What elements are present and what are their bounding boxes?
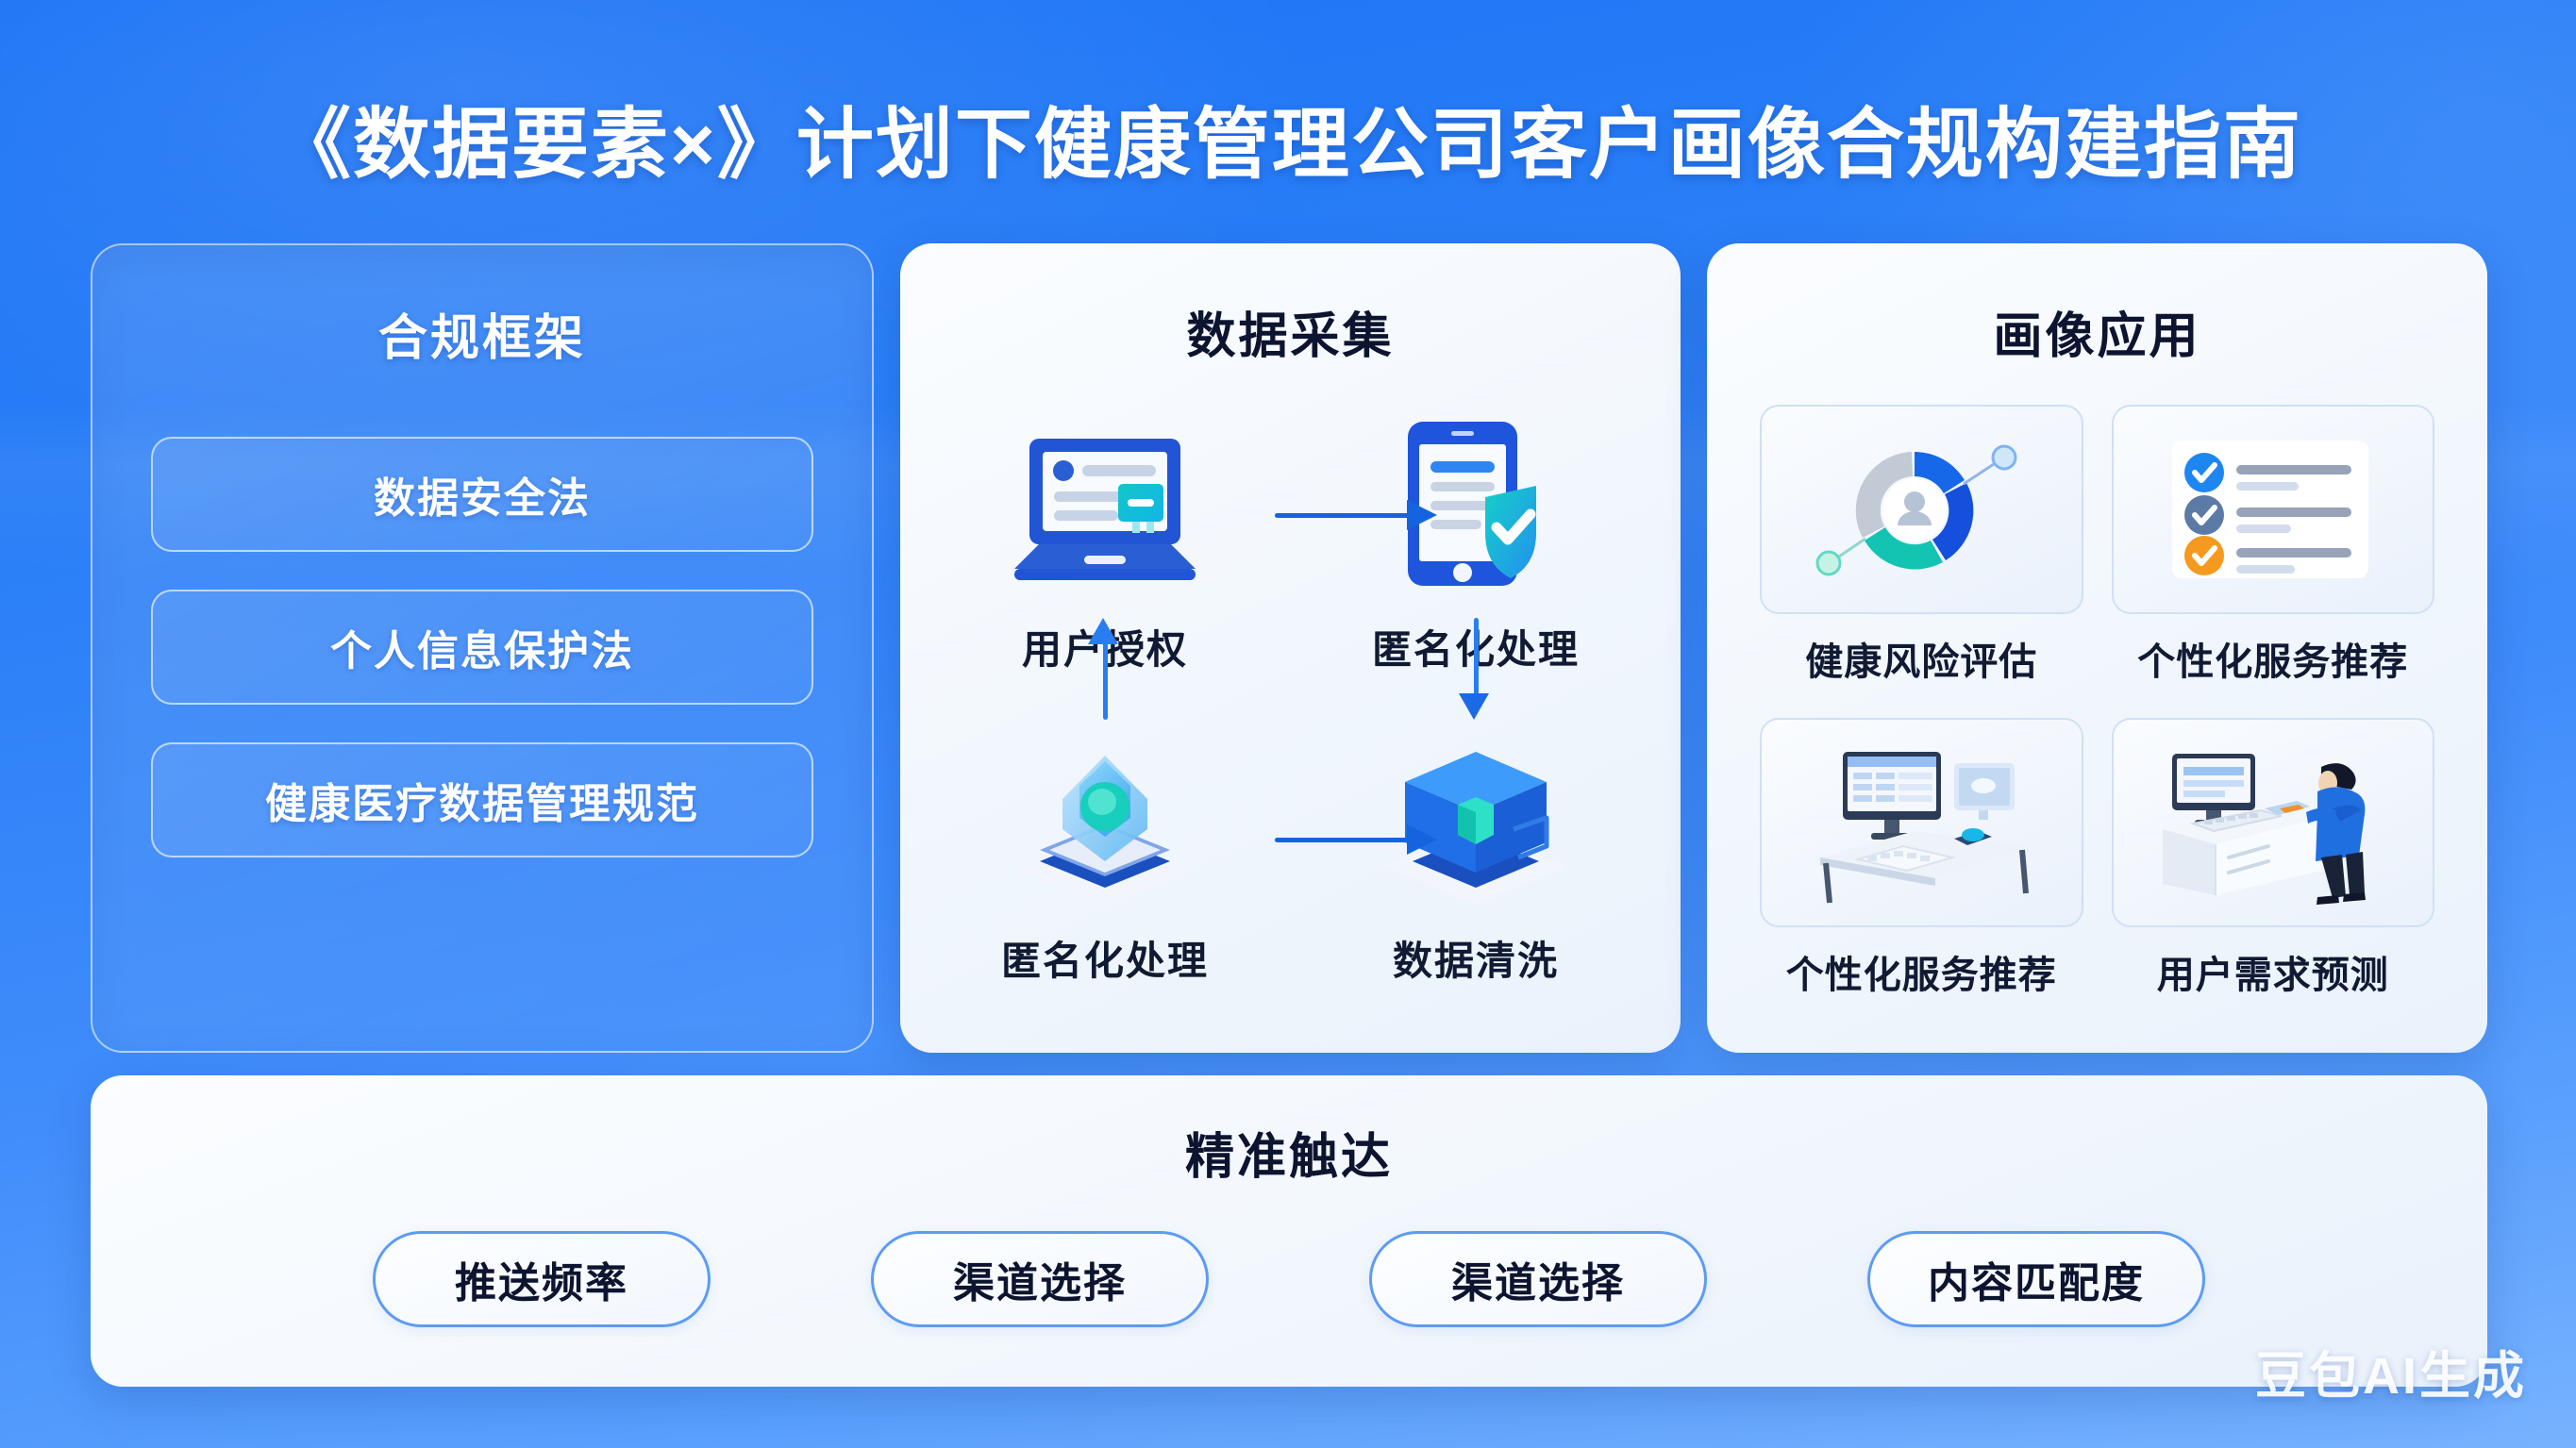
compliance-item[interactable]: 数据安全法: [151, 437, 813, 552]
application-card-personal-service-2[interactable]: 个性化服务推荐: [1760, 718, 2083, 999]
reach-pill-label: 内容匹配度: [1928, 1260, 2145, 1307]
reach-heading: 精准触达: [1184, 1130, 1393, 1185]
compliance-item-label: 健康医疗数据管理规范: [265, 781, 699, 827]
arrow-up-icon: [1088, 618, 1118, 720]
flow-step-anonymize-3d[interactable]: 匿名化处理: [959, 720, 1251, 987]
compliance-item-label: 个人信息保护法: [330, 628, 634, 674]
isometric-data-cube-icon: [1330, 720, 1622, 908]
application-card-personal-service-1[interactable]: 个性化服务推荐: [2111, 405, 2434, 686]
person-at-desk-icon: [2111, 718, 2434, 927]
application-card-label: 健康风险评估: [1805, 641, 2038, 683]
compliance-heading: 合规框架: [377, 311, 586, 366]
reach-pill-channel-1[interactable]: 渠道选择: [871, 1231, 1209, 1327]
donut-profile-chart-icon: [1760, 405, 2083, 614]
reach-pill-channel-2[interactable]: 渠道选择: [1369, 1231, 1707, 1327]
panels-row: 合规框架 数据安全法 个人信息保护法 健康医疗数据管理规范 数据采集: [91, 243, 2487, 1053]
precision-reach-panel: 精准触达 推送频率 渠道选择 渠道选择 内容匹配度: [91, 1075, 2487, 1387]
laptop-consent-icon: [959, 408, 1251, 597]
compliance-item[interactable]: 健康医疗数据管理规范: [151, 742, 813, 857]
reach-pills: 推送频率 渠道选择 渠道选择 内容匹配度: [91, 1231, 2487, 1327]
flow-step-label: 匿名化处理: [1000, 939, 1209, 983]
flow-step-label: 数据清洗: [1392, 939, 1559, 983]
reach-pill-label: 渠道选择: [953, 1260, 1127, 1307]
flow-step-user-consent[interactable]: 用户授权: [959, 408, 1251, 675]
application-card-label: 个性化服务推荐: [1785, 955, 2057, 996]
arrow-right-icon: [1275, 500, 1437, 530]
application-card-health-risk[interactable]: 健康风险评估: [1760, 405, 2083, 686]
data-collection-panel: 数据采集: [900, 243, 1681, 1053]
collection-flow: 用户授权: [949, 408, 1631, 993]
application-heading: 画像应用: [1993, 309, 2201, 364]
application-grid: 健康风险评估: [1760, 405, 2434, 999]
reach-pill-content-match[interactable]: 内容匹配度: [1867, 1231, 2205, 1327]
application-card-label: 个性化服务推荐: [2137, 641, 2409, 683]
portrait-application-panel: 画像应用: [1707, 243, 2487, 1053]
reach-pill-label: 渠道选择: [1451, 1260, 1625, 1307]
compliance-item[interactable]: 个人信息保护法: [151, 590, 813, 705]
checklist-icon: [2111, 405, 2434, 614]
reach-pill-label: 推送频率: [455, 1260, 628, 1307]
compliance-list: 数据安全法 个人信息保护法 健康医疗数据管理规范: [151, 437, 813, 857]
flow-step-data-cleaning[interactable]: 数据清洗: [1330, 720, 1622, 987]
isometric-shield-lock-icon: [959, 720, 1251, 908]
application-card-demand-prediction[interactable]: 用户需求预测: [2111, 718, 2434, 999]
phone-shield-icon: [1330, 408, 1622, 597]
desk-workstation-icon: [1760, 718, 2083, 927]
compliance-item-label: 数据安全法: [374, 475, 591, 522]
page-title: 《数据要素×》计划下健康管理公司客户画像合规构建指南: [274, 102, 2302, 188]
watermark: 豆包AI生成: [2255, 1348, 2527, 1405]
data-collection-heading: 数据采集: [1186, 309, 1395, 364]
compliance-panel: 合规框架 数据安全法 个人信息保护法 健康医疗数据管理规范: [91, 243, 874, 1053]
application-card-label: 用户需求预测: [2156, 955, 2389, 996]
arrow-right-icon: [1275, 824, 1437, 855]
arrow-down-icon: [1459, 618, 1489, 720]
reach-pill-push-frequency[interactable]: 推送频率: [373, 1231, 711, 1327]
flow-step-anonymize-phone[interactable]: 匿名化处理: [1330, 408, 1622, 675]
